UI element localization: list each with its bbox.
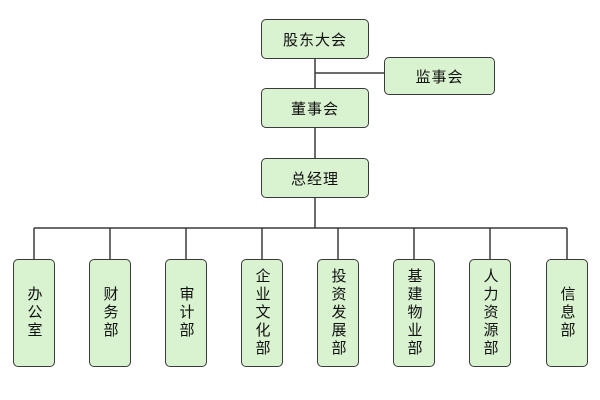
general-manager-box: 总经理 — [261, 158, 369, 198]
department-box-office: 办公室 — [13, 259, 55, 367]
department-box-finance: 财务部 — [89, 259, 131, 367]
department-box-audit: 审计部 — [165, 259, 207, 367]
supervisory-board-box: 监事会 — [384, 57, 495, 95]
department-box-human-resources: 人力资源部 — [469, 259, 511, 367]
department-drop-lines — [33, 228, 568, 259]
department-box-infrastructure-property: 基建物业部 — [393, 259, 435, 367]
department-box-corporate-culture: 企业文化部 — [241, 259, 283, 367]
department-box-information: 信息部 — [546, 259, 588, 367]
shareholders-meeting-box: 股东大会 — [261, 19, 369, 59]
department-box-investment-development: 投资发展部 — [317, 259, 359, 367]
board-of-directors-box: 董事会 — [261, 88, 369, 128]
